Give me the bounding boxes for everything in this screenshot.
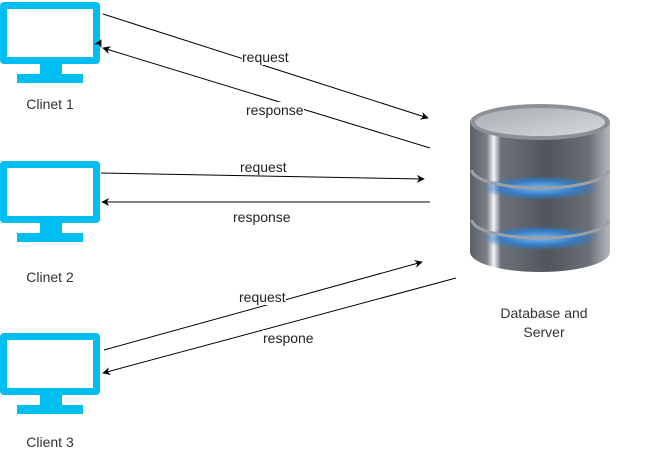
edge-client3-response[interactable] [102,277,457,375]
edge-label-client1-response: response [246,102,304,118]
edge-label-client1-request: request [242,49,289,65]
edge-client1-request[interactable] [102,13,429,120]
client1-monitor-icon[interactable] [0,2,100,83]
edge-label-client2-response: response [233,209,291,225]
client3-monitor-icon[interactable] [0,333,100,414]
edge-label-client3-response: respone [263,330,314,346]
edge-client3-request[interactable] [103,260,423,351]
edge-client2-request[interactable] [100,172,425,183]
database-icon[interactable] [470,104,610,272]
server-label-line1: Database and [500,305,588,321]
client1-label: Clinet 1 [26,96,74,112]
edge-label-client2-request: request [240,159,287,175]
client2-monitor-icon[interactable] [0,161,100,242]
edge-label-client3-request: request [239,289,286,305]
client3-label: Client 3 [26,434,74,450]
client2-label: Clinet 2 [26,269,74,285]
edge-client1-response-stub [94,39,102,49]
edge-client1-response[interactable] [102,46,431,149]
server-label: Database and Server [484,304,604,342]
server-label-line2: Server [523,324,565,340]
